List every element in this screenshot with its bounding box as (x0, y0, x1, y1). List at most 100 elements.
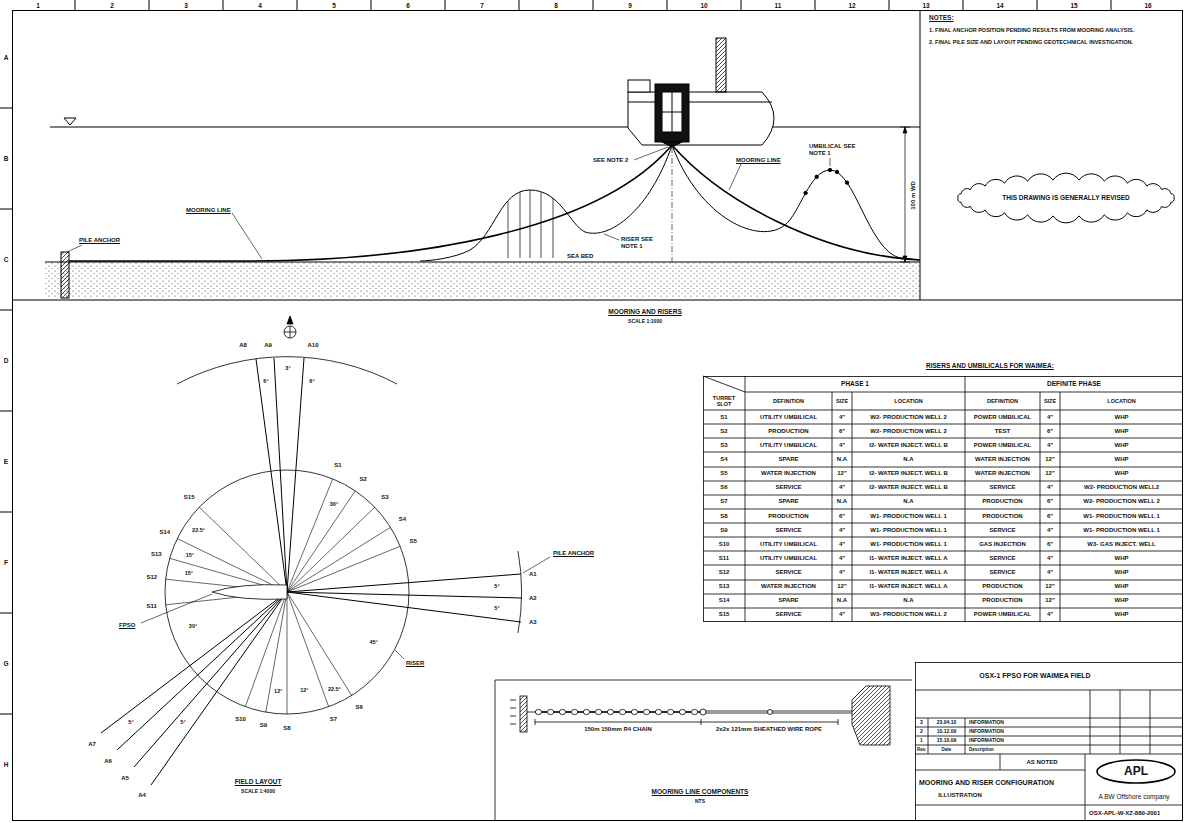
grid-reference: 1 (35, 2, 41, 9)
table-cell: N.A (836, 597, 848, 604)
table-cell: N.A (902, 456, 914, 463)
grid-reference: 14 (995, 2, 1004, 9)
grid-reference: 16 (1143, 2, 1152, 9)
table-cell: S6 (719, 484, 728, 491)
grid-reference: G (2, 660, 9, 667)
mooring-line (672, 145, 920, 260)
table-cell: SPARE (777, 597, 799, 604)
slot-label: S12 (145, 574, 158, 581)
fpso-hull (628, 38, 774, 147)
umbilical-line (815, 175, 818, 178)
revision-text: 23.04.10 (936, 720, 957, 726)
pile-anchor (61, 252, 69, 298)
mooring-line-components (510, 700, 535, 724)
revision-cloud: THIS DRAWING IS GENERALLY REVISED (952, 176, 1180, 220)
grid-reference: D (3, 357, 10, 364)
mooring-line-components (706, 711, 852, 713)
table-cell: 4" (838, 611, 846, 618)
sheet-frame (75, 0, 1111, 10)
grid-reference: 12 (847, 2, 856, 9)
table-cell: W3- GAS INJECT. WELL (1086, 541, 1156, 548)
table-cell: WATER INJECTION (974, 456, 1031, 463)
notes-heading: NOTES: (928, 14, 955, 21)
table-cell: UTILITY UMBILICAL (759, 555, 818, 562)
table-cell: 12" (1044, 456, 1056, 463)
table-cell: 6" (838, 513, 846, 520)
dimension-text: 2x2x 121mm SHEATHED WIRE ROPE (715, 726, 823, 733)
angle-label: 6° (308, 378, 315, 384)
grid-reference: 4 (257, 2, 263, 9)
title-block-text: ILLUSTRATION (937, 792, 983, 799)
table-cell: I1- WATER INJECT. WELL A (868, 569, 948, 576)
table-cell: GAS INJECTION (978, 541, 1027, 548)
slot-label: S4 (398, 516, 407, 523)
table-cell: WHP (1114, 611, 1130, 618)
revision-text: 1 (919, 738, 924, 744)
angle-label: 45° (368, 639, 378, 645)
dimension-text: 150m 150mm R4 CHAIN (583, 726, 653, 733)
angle-label: 22.5° (327, 686, 342, 692)
anchor-label: A10 (306, 342, 319, 349)
slot-label: S13 (150, 551, 163, 558)
note-text: 2. FINAL PILE SIZE AND LAYOUT PENDING GE… (928, 39, 1182, 45)
umbilical-line (804, 191, 807, 194)
mooring-line-components (535, 719, 838, 725)
table-cell: WATER INJECTION (974, 470, 1031, 477)
table-cell: 12" (836, 583, 848, 590)
table-grid (703, 424, 1183, 608)
slot-label: S11 (146, 603, 158, 610)
fpso-hull (628, 80, 650, 92)
view-scale: SCALE 1:1000 (627, 319, 663, 325)
north-arrow (284, 326, 296, 338)
sheet-frame (0, 108, 12, 714)
table-cell: SPARE (777, 456, 799, 463)
leader-line (67, 147, 830, 259)
table-cell: 12" (836, 470, 848, 477)
table-cell: SERVICE (774, 569, 802, 576)
table-cell: W3- PRODUCTION WELL 2 (869, 611, 948, 618)
angle-label: 15° (185, 552, 195, 558)
north-arrow (287, 316, 293, 324)
center-line (672, 147, 673, 262)
umbilical-line (835, 170, 838, 173)
slot-label: S14 (158, 529, 171, 536)
table-header: LOCATION (1106, 398, 1136, 404)
note-text: 1. FINAL ANCHOR POSITION PENDING RESULTS… (928, 27, 1182, 33)
table-cell: I2- WATER INJECT. WELL B (868, 484, 948, 491)
field-layout (177, 357, 397, 384)
table-cell: 4" (1046, 569, 1054, 576)
field-layout (101, 357, 522, 785)
table-cell: UTILITY UMBILICAL (759, 442, 818, 449)
riser-line (420, 145, 672, 261)
table-cell: W1- PRODUCTION WELL 1 (869, 527, 948, 534)
revision-text: 2 (919, 729, 924, 735)
table-cell: 12" (1044, 583, 1056, 590)
table-header: DEFINITION (986, 398, 1019, 404)
table-header: SIZE (835, 398, 849, 404)
callout-text: MOORING LINE (735, 157, 782, 164)
table-cell: PRODUCTION (981, 498, 1023, 505)
callout-text: SEE NOTE 2 (592, 157, 629, 164)
table-cell: POWER UMBILICAL (973, 442, 1032, 449)
north-arrow (284, 316, 296, 338)
table-cell: W1- PRODUCTION WELL 1 (1082, 527, 1161, 534)
angle-label: 5° (179, 719, 186, 725)
slot-label: S10 (234, 716, 247, 723)
grid-reference: B (3, 155, 10, 162)
fpso-hull (628, 92, 774, 145)
riser-line (508, 190, 553, 258)
table-cell: S1 (719, 414, 728, 421)
grid-reference: 15 (1069, 2, 1078, 9)
table-cell: 6" (1046, 513, 1054, 520)
slot-label: S1 (333, 462, 342, 469)
table-grid (703, 376, 1183, 622)
field-layout (166, 479, 401, 714)
table-cell: WHP (1114, 583, 1130, 590)
slot-label: S3 (380, 494, 389, 501)
callout-text: SEA BED (566, 253, 594, 260)
revision-header: Description (968, 747, 995, 752)
table-cell: S4 (719, 456, 728, 463)
callout-text: RISER (405, 660, 425, 667)
table-grid (703, 376, 1183, 622)
